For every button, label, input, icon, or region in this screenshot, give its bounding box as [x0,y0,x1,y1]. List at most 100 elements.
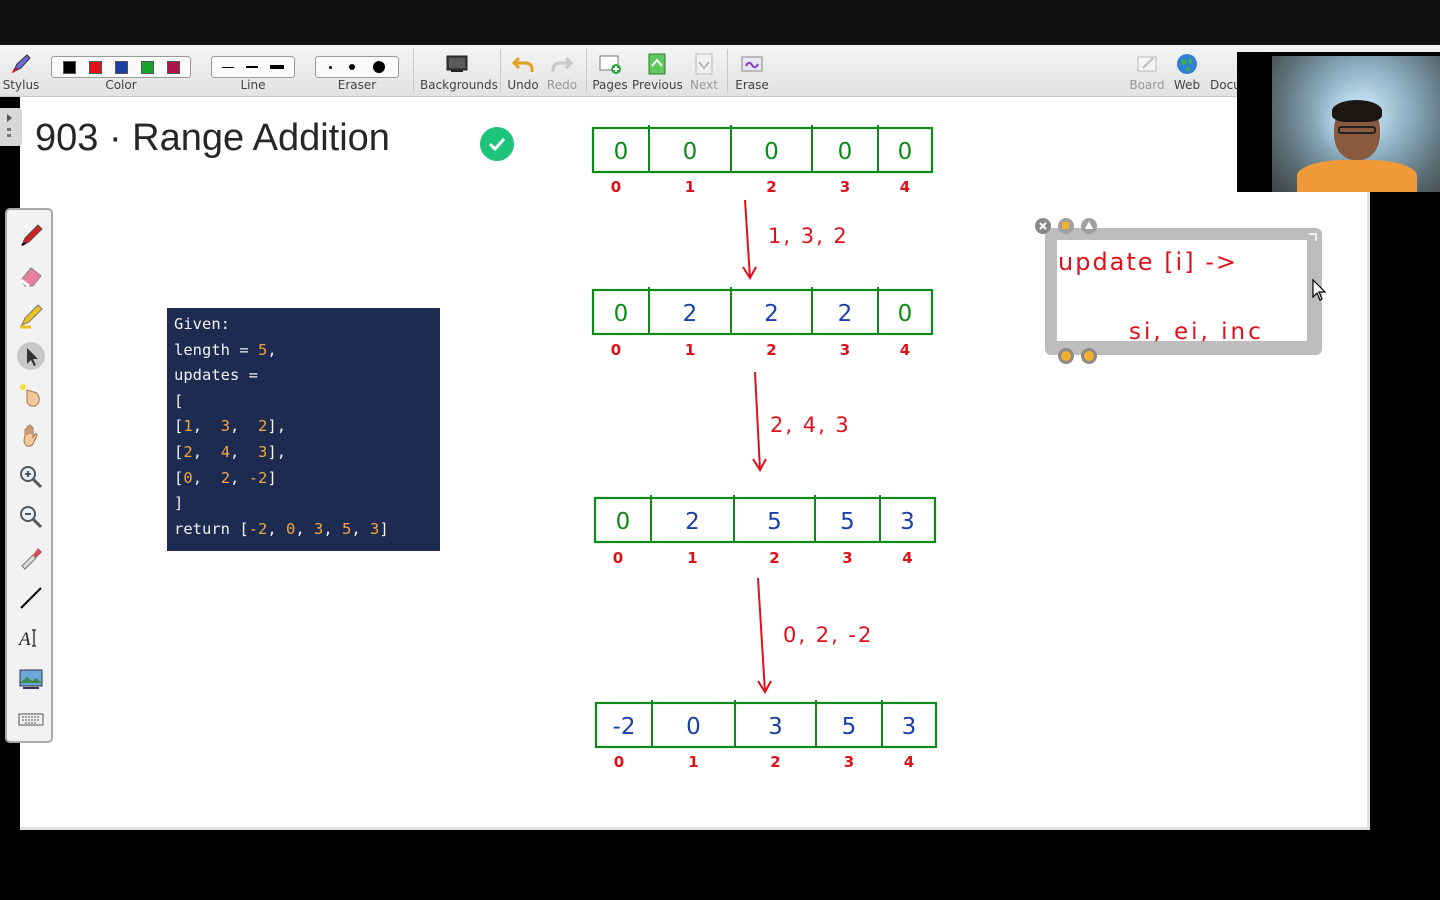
text-tool-icon[interactable]: A [17,624,45,652]
erase-label: Erase [735,78,769,92]
color-swatch-green[interactable] [140,60,154,74]
presenter-glasses [1338,126,1376,134]
stylus-button[interactable]: Stylus [0,45,42,97]
stylus-icon [11,54,31,74]
array-index-label: 0 [613,549,623,567]
transition-arrow [754,371,761,471]
backgrounds-button[interactable]: Backgrounds [420,45,498,97]
note-options-button[interactable] [1081,348,1097,364]
note-menu-button[interactable] [1058,348,1074,364]
color-swatch-black[interactable] [62,60,76,74]
hand-pan-icon[interactable] [17,422,45,450]
laser-pointer-icon[interactable] [17,382,45,410]
array-index-label: 0 [611,178,621,196]
transition-arrow [757,577,766,693]
array-index-label: 4 [900,178,910,196]
next-page-button[interactable]: Next [686,45,722,97]
eraser-small-option[interactable] [328,65,332,69]
array-cell-value: 3 [900,509,915,535]
array-index-label: 2 [770,753,780,771]
redo-button[interactable]: Redo [543,45,581,97]
board-button[interactable]: Board [1128,45,1166,97]
zoom-in-icon[interactable] [17,463,45,491]
erase-all-button[interactable]: Erase [731,45,773,97]
toolbar-divider [500,49,501,93]
resize-corner-icon[interactable] [1307,232,1319,244]
pages-button[interactable]: Pages [590,45,630,97]
eraser-icon[interactable] [17,262,45,290]
eraser-large-option[interactable] [373,61,386,73]
array-cell-value: 0 [686,714,701,740]
color-picker: Color [50,45,192,97]
array-index-label: 1 [685,178,695,196]
globe-icon [1177,54,1197,74]
board-label: Board [1129,78,1165,92]
toolbar-divider [727,49,728,93]
note-line-1: update [i] -> [1058,248,1238,276]
array-cell-value: -2 [613,714,636,740]
arrowhead [752,458,767,472]
add-page-icon [599,55,621,74]
line-tool-icon[interactable] [17,584,45,612]
pointer-arrow-icon [27,348,38,366]
array-cell-value: 3 [768,714,783,740]
pin-icon [1085,221,1093,229]
web-label: Web [1173,78,1201,92]
code-line: updates = [174,366,258,385]
eyedropper-icon[interactable] [17,543,45,571]
array-3-border [593,496,937,544]
bottom-black-bar [0,855,1440,900]
web-button[interactable]: Web [1168,45,1206,97]
array-index-label: 4 [904,753,914,771]
array-index-label: 3 [844,753,854,771]
undo-icon [511,56,534,72]
line-thick-option[interactable] [270,65,284,69]
array-cell-value: 2 [764,301,779,327]
array-cell-value: 0 [898,301,913,327]
note-copy-button[interactable] [1058,218,1074,234]
array-cell-value: 5 [767,509,782,535]
update-triplet-label: 2, 4, 3 [770,413,851,437]
line-medium-option[interactable] [246,66,258,68]
color-swatch-magenta[interactable] [166,60,180,74]
screenshot-capture-icon[interactable] [17,665,45,693]
array-cell-value: 2 [683,301,698,327]
next-label: Next [690,78,718,92]
document-button[interactable]: Docu [1208,45,1238,97]
note-pin-button[interactable] [1081,218,1097,234]
keyboard-icon[interactable] [17,705,45,733]
previous-page-button[interactable]: Previous [632,45,683,97]
backgrounds-icon [446,55,468,72]
code-line: [2, 4, 3], [174,442,287,461]
previous-page-icon [648,53,666,75]
toolbar-divider [586,49,587,93]
note-close-button[interactable] [1035,218,1051,234]
note-line-2: si, ei, inc [1129,320,1264,344]
color-swatch-red[interactable] [88,60,102,74]
next-page-icon [695,53,713,75]
erase-all-icon [741,56,763,72]
transition-arrow [744,199,751,279]
array-index-label: 4 [902,549,912,567]
array-index-label: 2 [769,549,779,567]
update-triplet-label: 0, 2, -2 [783,623,873,647]
arrowhead [757,680,772,694]
toolbar-divider [413,49,414,93]
eraser-medium-option[interactable] [349,64,356,70]
color-swatch-blue[interactable] [114,60,128,74]
color-label: Color [105,78,137,92]
sticky-note[interactable]: update [i] -> si, ei, inc [1035,218,1322,364]
highlighter-icon[interactable] [17,302,45,330]
array-index-label: 2 [766,341,776,359]
zoom-out-icon[interactable] [17,503,45,531]
update-triplet-label: 1, 3, 2 [768,224,849,248]
webcam-feed [1272,56,1440,192]
page-panel-toggle[interactable] [0,108,22,146]
line-thin-option[interactable] [222,66,234,68]
undo-button[interactable]: Undo [504,45,542,97]
select-pointer-tool[interactable] [17,342,45,370]
code-line: [ [174,391,184,410]
top-black-bar [0,0,1440,45]
previous-label: Previous [632,78,683,92]
pen-icon[interactable] [17,222,45,250]
